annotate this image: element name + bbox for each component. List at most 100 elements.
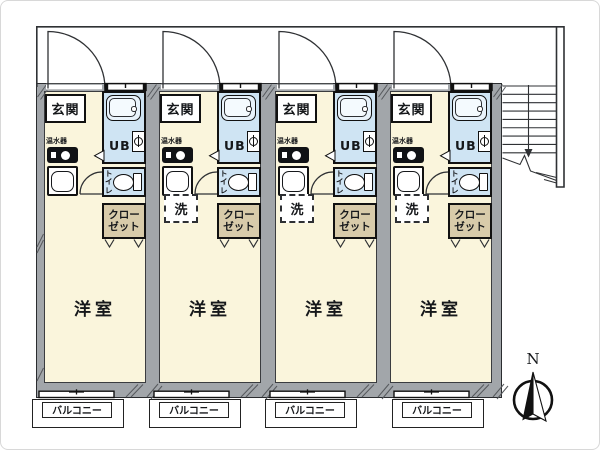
closet-area: クロー ゼット bbox=[217, 203, 261, 239]
stove-icon bbox=[393, 147, 424, 163]
washer-label: 洗 bbox=[174, 203, 188, 218]
unit-2: 玄関 温水器 洗 UB bbox=[149, 83, 261, 429]
entrance-area: 玄関 bbox=[391, 94, 432, 123]
bath-label: UB bbox=[109, 138, 131, 153]
stove-icon bbox=[47, 147, 78, 163]
stove-burner-icon bbox=[407, 150, 416, 160]
toilet-bowl-icon bbox=[344, 173, 365, 191]
entrance-label: 玄関 bbox=[397, 103, 426, 118]
closet-label-line1: クロー bbox=[223, 208, 255, 221]
washer-label: 洗 bbox=[290, 203, 304, 218]
balcony-area: バルコニー bbox=[32, 399, 124, 428]
western-room-label: 洋室 bbox=[305, 300, 347, 320]
bathtub-icon bbox=[221, 95, 256, 121]
bath-label: UB bbox=[340, 138, 362, 153]
balcony-label: バルコニー bbox=[402, 401, 472, 418]
stove-burner-icon bbox=[61, 150, 70, 160]
western-room-label: 洋室 bbox=[74, 300, 116, 320]
stove-grill-icon bbox=[397, 152, 402, 158]
toilet-bowl-icon bbox=[113, 173, 134, 191]
toilet-room: トイレ bbox=[217, 167, 261, 197]
sink-basin-icon bbox=[51, 170, 74, 192]
toilet-bowl-icon bbox=[459, 173, 480, 191]
water-heater-icon bbox=[363, 131, 376, 152]
bathtub-icon bbox=[452, 95, 487, 121]
entrance-area: 玄関 bbox=[45, 94, 86, 123]
western-room-label: 洋室 bbox=[420, 300, 462, 320]
stove-burner-icon bbox=[176, 150, 185, 160]
stove-grill-icon bbox=[51, 152, 56, 158]
bath-label: UB bbox=[455, 138, 477, 153]
stove-icon bbox=[278, 147, 309, 163]
compass-icon bbox=[512, 371, 554, 423]
water-heater-label: 温水器 bbox=[277, 137, 298, 145]
unit-bath-room: UB bbox=[333, 91, 377, 164]
closet-label-line1: クロー bbox=[108, 208, 140, 221]
closet-area: クロー ゼット bbox=[333, 203, 377, 239]
bath-label: UB bbox=[224, 138, 246, 153]
unit-bath-room: UB bbox=[217, 91, 261, 164]
heater-needle-icon bbox=[137, 135, 139, 147]
entrance-label: 玄関 bbox=[282, 103, 311, 118]
toilet-tank-icon bbox=[248, 173, 257, 191]
washer-area: 洗 bbox=[164, 194, 198, 223]
bathtub-icon bbox=[337, 95, 372, 121]
closet-label-line1: クロー bbox=[339, 208, 371, 221]
balcony-label: バルコニー bbox=[275, 401, 345, 418]
toilet-bowl-icon bbox=[228, 173, 249, 191]
compass-north-label: N bbox=[526, 350, 540, 368]
balcony-label: バルコニー bbox=[159, 401, 229, 418]
stove-grill-icon bbox=[166, 152, 171, 158]
unit-bath-room: UB bbox=[448, 91, 492, 164]
unit-4: 玄関 温水器 洗 UB bbox=[390, 83, 492, 429]
water-heater-icon bbox=[478, 131, 491, 152]
heater-needle-icon bbox=[368, 135, 370, 147]
closet-label-line1: クロー bbox=[454, 208, 486, 221]
entrance-area: 玄関 bbox=[160, 94, 201, 123]
heater-needle-icon bbox=[483, 135, 485, 147]
unit-3: 玄関 温水器 洗 UB bbox=[265, 83, 377, 429]
unit-1: 玄関 温水器 UB bbox=[32, 83, 146, 429]
balcony-area: バルコニー bbox=[265, 399, 357, 428]
entrance-area: 玄関 bbox=[276, 94, 317, 123]
closet-label-line2: ゼット bbox=[108, 221, 140, 233]
washer-label: 洗 bbox=[405, 203, 419, 218]
sink-basin-icon bbox=[397, 170, 420, 192]
sink-basin-icon bbox=[282, 170, 305, 192]
bathtub-drain-icon bbox=[131, 106, 137, 112]
washer-area: 洗 bbox=[280, 194, 314, 223]
bathtub-icon bbox=[106, 95, 141, 121]
water-heater-label: 温水器 bbox=[161, 137, 182, 145]
entrance-label: 玄関 bbox=[166, 103, 195, 118]
kitchen-sink-icon bbox=[162, 166, 193, 196]
stairs bbox=[502, 85, 557, 184]
balcony-label: バルコニー bbox=[42, 401, 112, 418]
water-heater-icon bbox=[247, 131, 260, 152]
toilet-room: トイレ bbox=[448, 167, 492, 197]
toilet-room: トイレ bbox=[333, 167, 377, 197]
sink-basin-icon bbox=[166, 170, 189, 192]
water-heater-icon bbox=[132, 131, 145, 152]
washer-area: 洗 bbox=[395, 194, 429, 223]
water-heater-label: 温水器 bbox=[46, 137, 67, 145]
kitchen-sink-icon bbox=[393, 166, 424, 196]
bathtub-drain-icon bbox=[477, 106, 483, 112]
balcony-area: バルコニー bbox=[149, 399, 241, 428]
balcony-area: バルコニー bbox=[392, 399, 484, 428]
bathtub-drain-icon bbox=[362, 106, 368, 112]
closet-label-line2: ゼット bbox=[339, 221, 371, 233]
closet-label-line2: ゼット bbox=[223, 221, 255, 233]
bathtub-drain-icon bbox=[246, 106, 252, 112]
stove-grill-icon bbox=[282, 152, 287, 158]
entrance-label: 玄関 bbox=[51, 103, 80, 118]
western-room-label: 洋室 bbox=[189, 300, 231, 320]
unit-bath-room: UB bbox=[102, 91, 146, 164]
stove-burner-icon bbox=[292, 150, 301, 160]
closet-area: クロー ゼット bbox=[102, 203, 146, 239]
toilet-tank-icon bbox=[479, 173, 488, 191]
water-heater-label: 温水器 bbox=[392, 137, 413, 145]
toilet-room: トイレ bbox=[102, 167, 146, 197]
stove-icon bbox=[162, 147, 193, 163]
kitchen-sink-icon bbox=[47, 166, 78, 196]
